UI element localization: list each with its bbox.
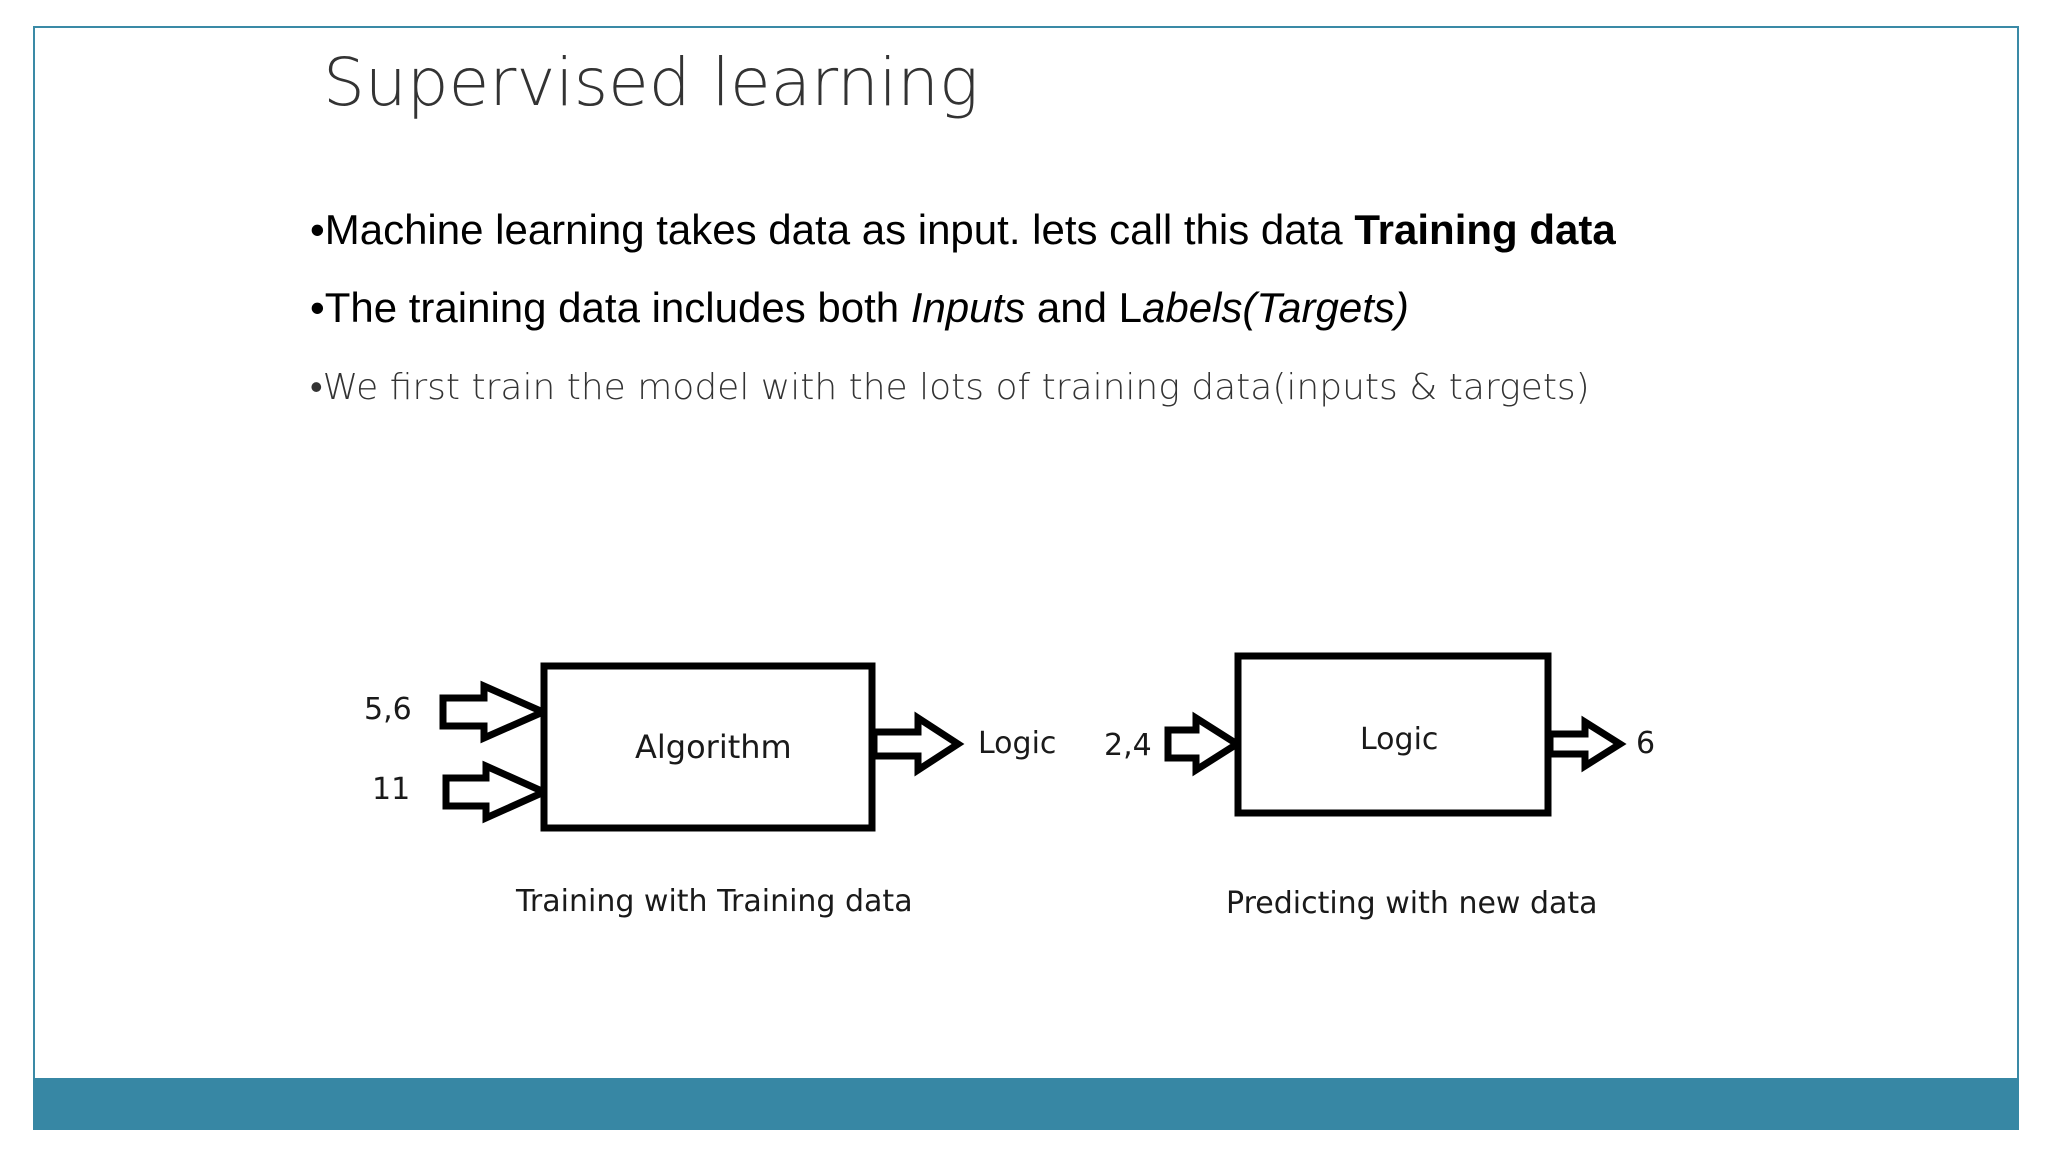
bullet-marker: • — [310, 367, 323, 408]
supervised-learning-diagram: 5,6 11 Algorithm Logic Training with Tra… — [340, 630, 1680, 950]
training-input-1-label: 5,6 — [364, 692, 412, 727]
input-arrow-1 — [439, 680, 552, 744]
bullet-1-text: Machine learning takes data as input. le… — [324, 206, 1355, 253]
slide-frame — [33, 26, 2019, 1130]
bullet-2-text-b: and L — [1025, 284, 1142, 331]
algorithm-box — [540, 662, 876, 832]
training-caption: Training with Training data — [516, 884, 913, 919]
predicting-output-label: 6 — [1636, 726, 1656, 761]
input-arrow-2 — [442, 760, 553, 824]
slide-title: Supervised learning — [323, 44, 979, 121]
training-input-2-label: 11 — [372, 772, 411, 807]
bullet-marker: • — [310, 284, 325, 331]
algorithm-label: Algorithm — [635, 728, 792, 766]
output-arrow-1 — [870, 711, 965, 777]
logic-box — [1234, 652, 1552, 817]
logic-box-label: Logic — [1360, 722, 1439, 757]
diagram-graphics — [439, 652, 1627, 832]
bullet-2: •The training data includes both Inputs … — [310, 284, 1409, 332]
bullet-3: •We first train the model with the lots … — [310, 366, 1590, 408]
bullet-marker: • — [310, 206, 325, 253]
training-output-label: Logic — [978, 726, 1057, 761]
predicting-caption: Predicting with new data — [1226, 886, 1598, 921]
bullet-2-text-a: The training data includes both — [324, 284, 911, 331]
predicting-input-label: 2,4 — [1104, 728, 1152, 763]
input-arrow-3 — [1164, 711, 1244, 777]
output-arrow-2 — [1546, 715, 1627, 773]
bullet-2-italic-b: abels(Targets) — [1141, 284, 1409, 331]
bullet-3-text: We first train the model with the lots o… — [322, 367, 1590, 408]
bullet-1: •Machine learning takes data as input. l… — [310, 206, 1616, 254]
bullet-2-italic-a: Inputs — [910, 284, 1026, 331]
bullet-1-bold: Training data — [1354, 206, 1616, 253]
footer-band — [33, 1078, 2019, 1130]
